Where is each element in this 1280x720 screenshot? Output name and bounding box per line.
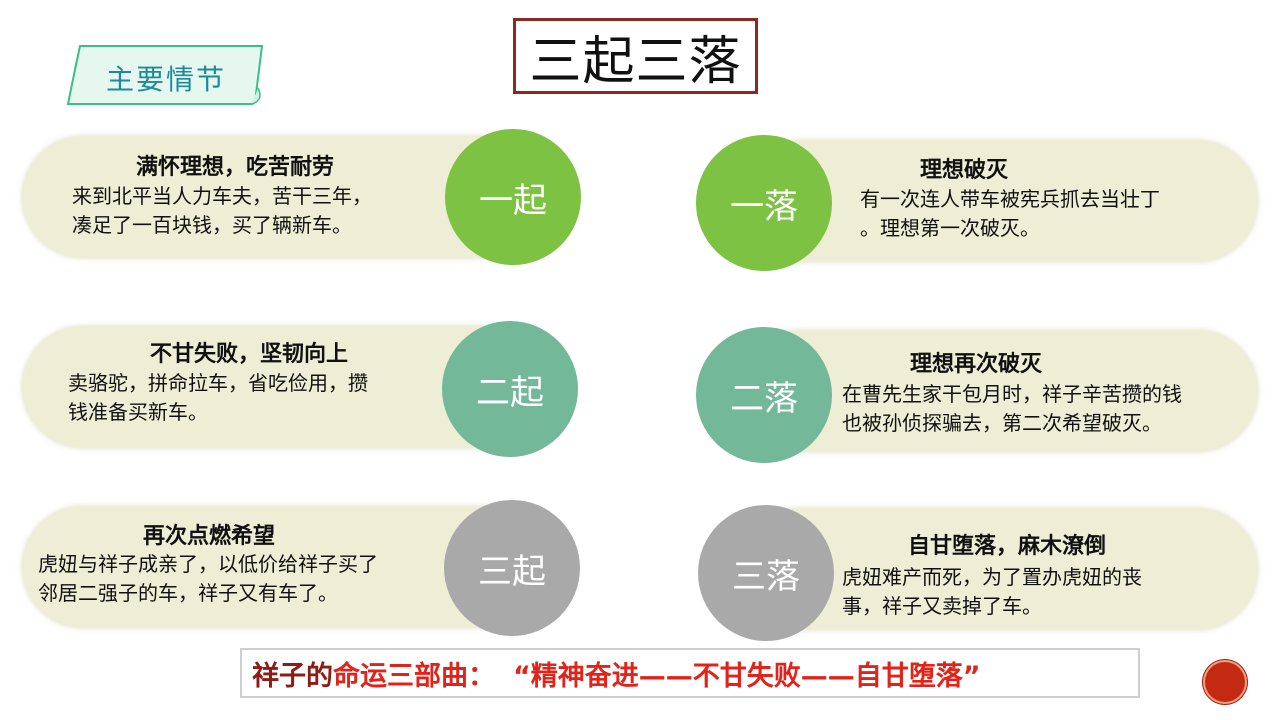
fall-2-line-1: 在曹先生家干包月时，祥子辛苦攒的钱: [842, 382, 1182, 406]
rise-1-line-1: 来到北平当人力车夫，苦干三年，: [72, 184, 372, 208]
fall-1-badge: 一落: [696, 135, 832, 271]
rise-1-heading: 满怀理想，吃苦耐劳: [136, 154, 335, 180]
fall-1-line-2: 。理想第一次破灭。: [860, 216, 1040, 240]
fall-2-text: 在曹先生家干包月时，祥子辛苦攒的钱 也被孙侦探骗去，第二次希望破灭。: [842, 380, 1182, 438]
fall-1-text: 有一次连人带车被宪兵抓去当壮丁 。理想第一次破灭。: [860, 185, 1160, 243]
fall-3-badge: 三落: [698, 505, 834, 641]
summary-label: 命运三部曲：: [333, 660, 495, 692]
fall-1-line-1: 有一次连人带车被宪兵抓去当壮丁: [860, 187, 1160, 211]
rise-1-badge: 一起: [445, 129, 581, 265]
rise-3-badge: 三起: [444, 500, 580, 636]
fall-2-line-2: 也被孙侦探骗去，第二次希望破灭。: [842, 411, 1162, 435]
rise-2-badge: 二起: [442, 321, 578, 457]
fall-3-line-1: 虎妞难产而死，为了置办虎妞的丧: [842, 565, 1142, 589]
fall-2-badge: 二落: [696, 327, 832, 463]
rise-2-heading: 不甘失败，坚韧向上: [150, 341, 349, 367]
page-title: 三起三落: [513, 18, 758, 94]
fall-1-heading: 理想破灭: [920, 157, 1009, 183]
rise-1-text: 来到北平当人力车夫，苦干三年， 凑足了一百块钱，买了辆新车。: [72, 182, 372, 240]
summary-subject: 祥子的: [252, 660, 333, 692]
rise-2-line-2: 钱准备买新车。: [68, 400, 208, 424]
fall-3-line-2: 事，祥子又卖掉了车。: [842, 594, 1042, 618]
rise-1-line-2: 凑足了一百块钱，买了辆新车。: [72, 213, 352, 237]
fall-3-heading: 自甘堕落，麻木潦倒: [908, 533, 1107, 559]
rise-3-heading: 再次点燃希望: [143, 523, 276, 549]
rise-2-text: 卖骆驼，拼命拉车，省吃俭用，攒 钱准备买新车。: [68, 369, 368, 427]
rise-2-line-1: 卖骆驼，拼命拉车，省吃俭用，攒: [68, 371, 368, 395]
rise-3-text: 虎妞与祥子成亲了，以低价给祥子买了 邻居二强子的车，祥子又有车了。: [38, 550, 378, 608]
fall-2-heading: 理想再次破灭: [910, 351, 1043, 377]
summary-banner: 祥子的 命运三部曲： “精神奋进——不甘失败——自甘堕落”: [240, 648, 1140, 698]
rise-3-line-2: 邻居二强子的车，祥子又有车了。: [38, 581, 338, 605]
section-tag: 主要情节: [66, 44, 264, 106]
rise-3-line-1: 虎妞与祥子成亲了，以低价给祥子买了: [38, 552, 378, 576]
seal-icon: [1203, 660, 1247, 704]
section-tag-label: 主要情节: [106, 63, 227, 96]
fall-3-text: 虎妞难产而死，为了置办虎妞的丧 事，祥子又卖掉了车。: [842, 563, 1142, 621]
summary-quote: “精神奋进——不甘失败——自甘堕落”: [513, 660, 981, 692]
tag-banner-shape: [66, 45, 264, 105]
